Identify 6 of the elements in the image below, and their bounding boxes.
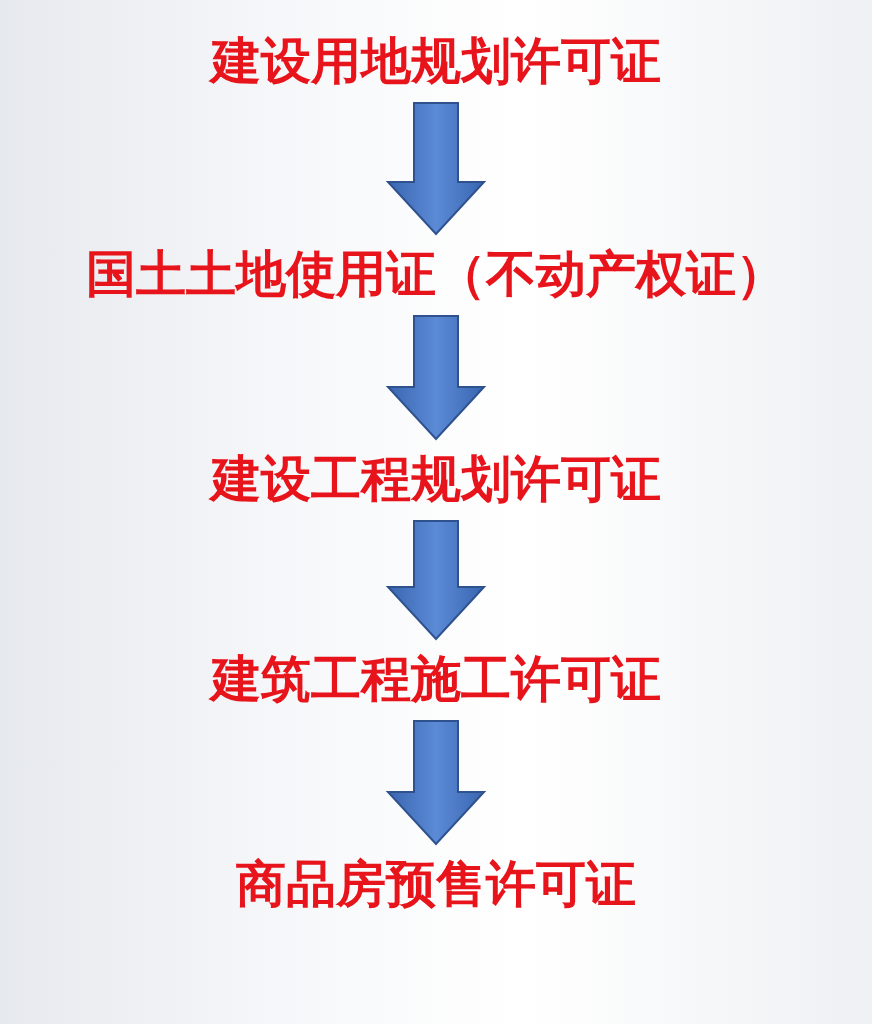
block-arrow xyxy=(385,102,487,236)
block-arrow xyxy=(385,315,487,441)
block-arrow xyxy=(385,520,487,641)
block-arrow xyxy=(385,720,487,846)
step-title: 国土土地使用证（不动产权证） xyxy=(86,249,786,299)
step-title: 商品房预售许可证 xyxy=(236,859,636,909)
